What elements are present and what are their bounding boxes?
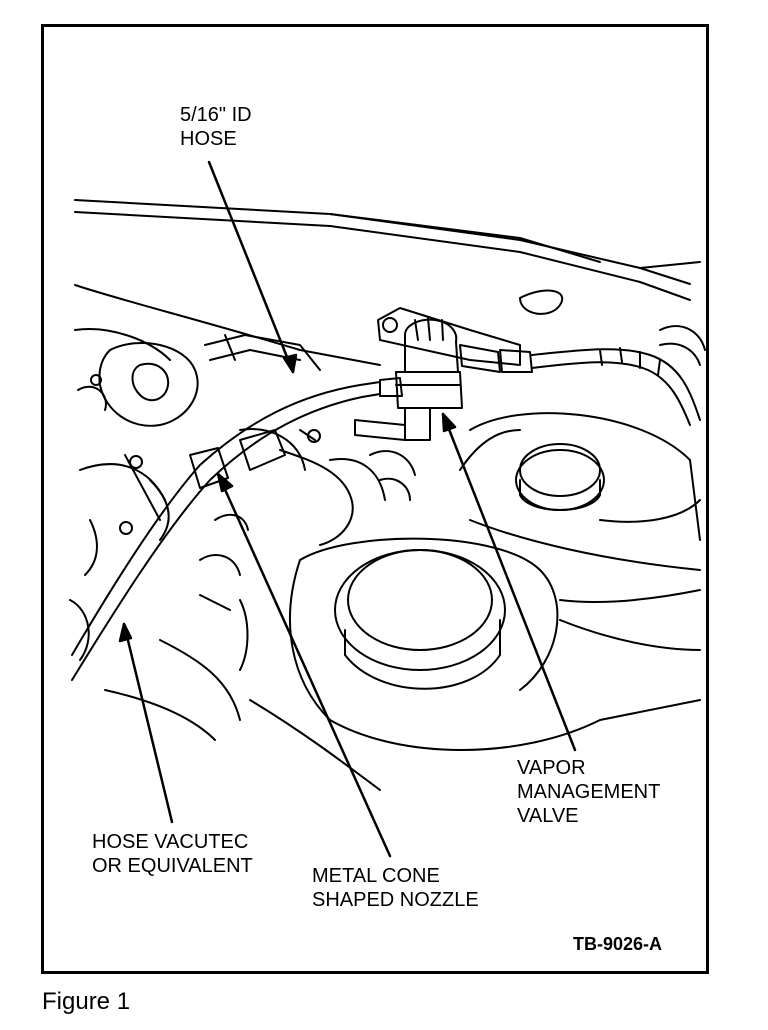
figure-caption: Figure 1: [42, 988, 131, 1015]
leader-hose-id: [207, 160, 295, 374]
reservoir-caps: [249, 412, 701, 791]
callout-nozzle: METAL CONE SHAPED NOZZLE: [312, 864, 479, 912]
callout-vmv-line3: VALVE: [517, 805, 579, 827]
vapor-management-valve: [354, 307, 706, 441]
leader-vacutec: [122, 622, 174, 824]
callout-hose-id: 5/16" ID HOSE: [180, 103, 252, 151]
figure-code: TB-9026-A: [573, 934, 663, 954]
callout-nozzle-line2: SHAPED NOZZLE: [312, 889, 479, 911]
leader-arrows: [118, 160, 577, 858]
vacuum-hose: [71, 377, 403, 681]
arrowhead-nozzle: [216, 472, 234, 493]
callout-vacutec-line2: OR EQUIVALENT: [92, 855, 253, 877]
figure-frame: [41, 24, 709, 974]
callout-vacutec-line1: HOSE VACUTEC: [92, 831, 249, 853]
callout-hose-id-line1: 5/16" ID: [180, 104, 252, 126]
arrowhead-vacutec: [118, 622, 133, 643]
arrowhead-vmv: [441, 412, 457, 433]
leader-vmv: [441, 412, 577, 752]
callout-vmv: VAPOR MANAGEMENT VALVE: [517, 756, 660, 828]
callout-vmv-line1: VAPOR: [517, 757, 586, 779]
callout-vmv-line2: MANAGEMENT: [517, 781, 661, 803]
callout-vacutec: HOSE VACUTEC OR EQUIVALENT: [92, 830, 253, 878]
intake-manifold: [69, 334, 416, 741]
callout-hose-id-line2: HOSE: [180, 128, 237, 150]
cowl-lines: [74, 199, 701, 366]
leader-nozzle: [216, 472, 392, 858]
callout-nozzle-line1: METAL CONE: [312, 865, 440, 887]
arrowhead-hose-id: [282, 353, 298, 374]
